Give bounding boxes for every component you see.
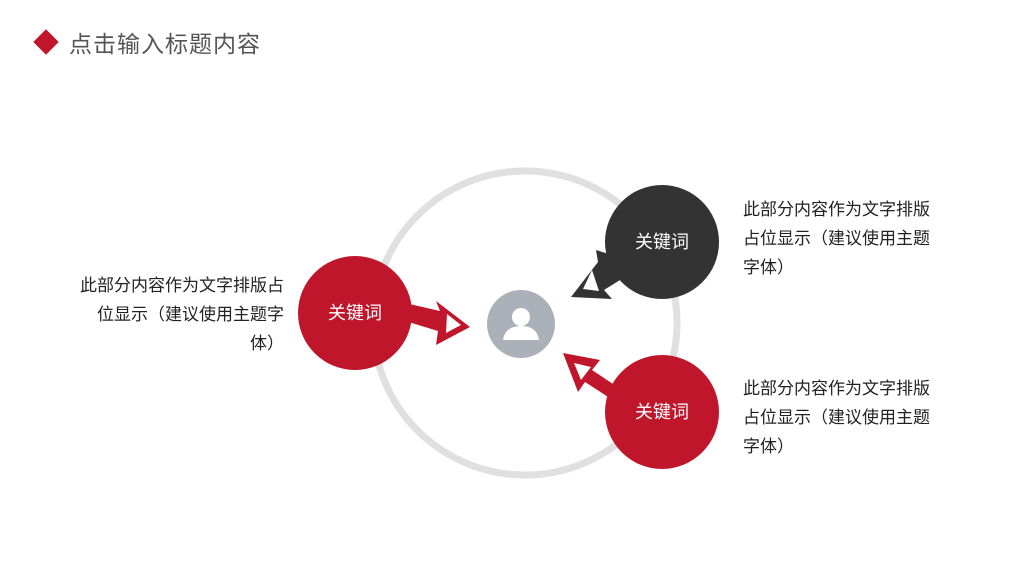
description-top-right[interactable]: 此部分内容作为文字排版占位显示（建议使用主题字体） <box>743 200 930 278</box>
title-bar: 点击输入标题内容 <box>33 26 261 58</box>
slide-title[interactable]: 点击输入标题内容 <box>69 32 261 58</box>
node-circle-top-right <box>605 185 719 299</box>
arrow-left-to-center <box>402 301 470 345</box>
keyword-node-bottom-right[interactable]: 关键词 <box>605 355 719 469</box>
node-circle-left <box>298 256 412 370</box>
description-left[interactable]: 此部分内容作为文字排版占位显示（建议使用主题字体） <box>80 276 284 354</box>
description-bottom-right[interactable]: 此部分内容作为文字排版占位显示（建议使用主题字体） <box>743 379 930 457</box>
node-label-bottom-right: 关键词 <box>635 402 689 423</box>
user-icon <box>503 308 539 340</box>
node-circle-bottom-right <box>605 355 719 469</box>
node-label-top-right: 关键词 <box>635 232 689 253</box>
node-label-left: 关键词 <box>328 303 382 324</box>
keyword-node-top-right[interactable]: 关键词 <box>605 185 719 299</box>
center-avatar[interactable] <box>487 290 555 358</box>
keyword-node-left[interactable]: 关键词 <box>298 256 412 370</box>
arrow-bottomright-to-center <box>563 353 625 402</box>
